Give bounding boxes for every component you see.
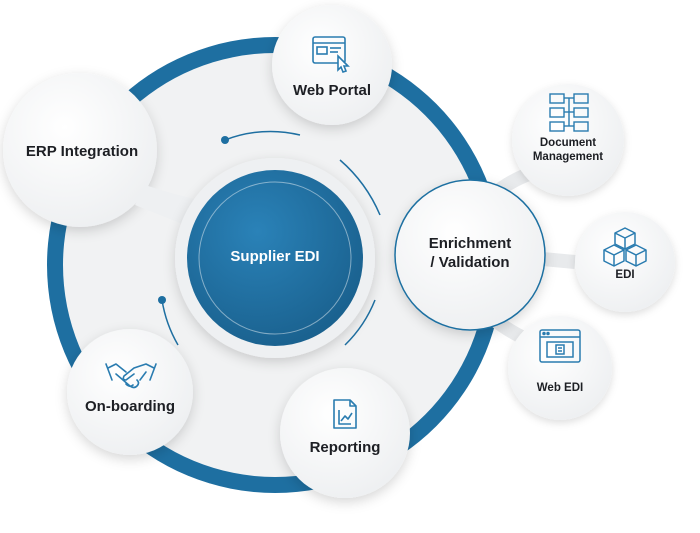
- node-enrichment[interactable]: [394, 179, 546, 331]
- orbit-dot-left: [158, 296, 166, 304]
- enrichment-label: Enrichment / Validation: [405, 235, 535, 273]
- node-reporting[interactable]: [280, 368, 410, 498]
- browser-window-icon: [539, 329, 581, 363]
- web-portal-label: Web Portal: [292, 82, 372, 99]
- handshake-icon: [105, 363, 157, 389]
- node-web-portal[interactable]: [272, 5, 392, 125]
- node-erp-integration[interactable]: [3, 73, 157, 227]
- enrichment-label-line1: Enrichment: [428, 235, 512, 252]
- document-management-label: Document Management: [515, 136, 621, 165]
- node-document-management[interactable]: [512, 84, 624, 196]
- orbit-dot-top: [221, 136, 229, 144]
- orbit-arc-right-lower: [344, 299, 376, 346]
- center-node[interactable]: [187, 170, 363, 346]
- edi-label: EDI: [615, 269, 635, 281]
- center-label: Supplier EDI: [230, 248, 320, 265]
- node-erp-tail: [135, 185, 200, 225]
- center-inner-ring: [198, 181, 352, 335]
- onboarding-label: On-boarding: [85, 398, 175, 415]
- document-tree-icon: [549, 93, 589, 132]
- orbit-arc-right: [339, 159, 381, 216]
- node-edi[interactable]: [575, 212, 675, 312]
- document-management-line2: Management: [532, 151, 604, 164]
- node-web-edi[interactable]: [508, 316, 612, 420]
- erp-integration-label: ERP Integration: [25, 143, 139, 160]
- report-chart-icon: [333, 399, 357, 429]
- orbit-arc-top: [224, 130, 301, 141]
- browser-cursor-icon: [312, 36, 350, 73]
- enrichment-label-line2: / Validation: [430, 253, 510, 271]
- web-edi-label: Web EDI: [536, 382, 584, 394]
- cubes-icon: [603, 227, 647, 267]
- document-management-line1: Document: [539, 137, 597, 149]
- reporting-label: Reporting: [309, 439, 381, 456]
- node-onboarding[interactable]: [67, 329, 193, 455]
